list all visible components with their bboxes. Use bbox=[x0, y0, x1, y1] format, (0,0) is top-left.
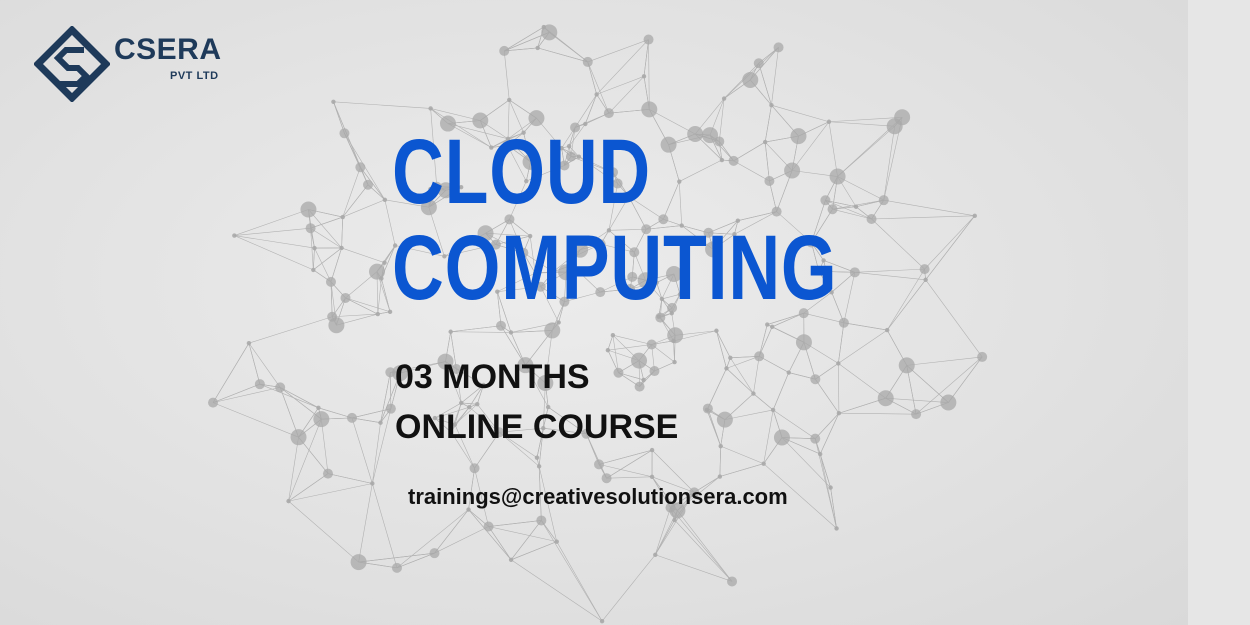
headline-line-2: COMPUTING bbox=[392, 217, 838, 319]
logo-subtitle: PVT LTD bbox=[170, 70, 219, 82]
contact-email: trainings@creativesolutionsera.com bbox=[408, 484, 788, 509]
right-margin-strip bbox=[1188, 0, 1250, 625]
csera-diamond-logo-icon bbox=[34, 26, 110, 102]
headline: CLOUD COMPUTING bbox=[392, 124, 838, 316]
network-globe-graphic bbox=[208, 24, 988, 624]
course-info: 03 MONTHS ONLINE COURSE bbox=[395, 352, 678, 452]
course-type: ONLINE COURSE bbox=[395, 408, 679, 446]
course-duration: 03 MONTHS bbox=[395, 358, 590, 396]
logo-name: CSERA bbox=[114, 33, 222, 66]
headline-line-1: CLOUD bbox=[392, 121, 652, 223]
banner: CSERA PVT LTD CLOUD COMPUTING 03 MONTHS … bbox=[0, 0, 1188, 625]
company-logo: CSERA PVT LTD bbox=[34, 26, 234, 106]
